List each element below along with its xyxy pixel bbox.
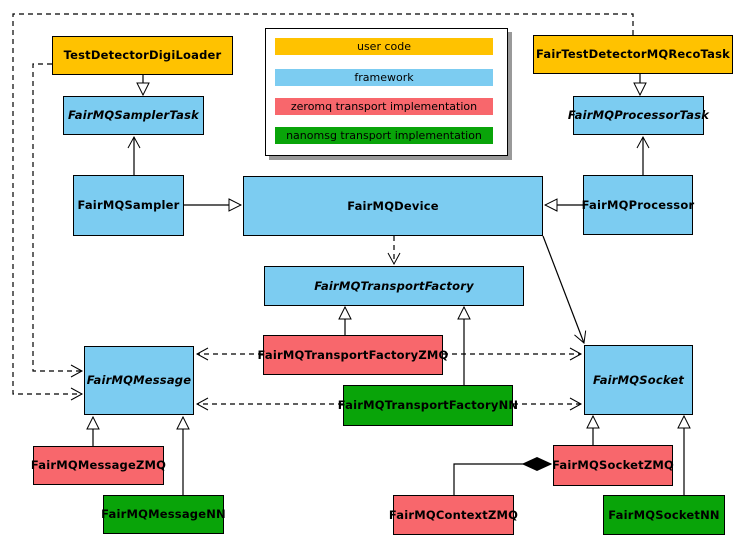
- legend-box: user code framework zeromq transport imp…: [265, 28, 508, 156]
- node-fairmqtransportfactoryzmq: FairMQTransportFactoryZMQ: [258, 335, 448, 375]
- edge-digiloader-message-dashed: [32, 63, 84, 378]
- legend-swatch-zeromq: zeromq transport implementation: [275, 98, 493, 115]
- node-fairmqdevice: FairMQDevice: [243, 176, 543, 236]
- node-fairmqcontextzmq: FairMQContextZMQ: [389, 495, 518, 535]
- node-fairmqmessagenn: FairMQMessageNN: [101, 495, 226, 534]
- node-fairtestdetectormqrecotask: FairTestDetectorMQRecoTask: [533, 35, 733, 74]
- node-fairmqsocketzmq: FairMQSocketZMQ: [552, 445, 674, 486]
- node-fairmqprocessor: FairMQProcessor: [582, 175, 694, 235]
- node-fairmqtransportfactory: FairMQTransportFactory: [264, 266, 524, 306]
- edge-recotask-message-dashed: [12, 13, 634, 401]
- node-fairmqtransportfactorynn: FairMQTransportFactoryNN: [338, 385, 518, 426]
- node-fairmqsamplertask: FairMQSamplerTask: [63, 96, 204, 135]
- edge-device-socket: [542, 235, 587, 344]
- node-fairmqsocketnn: FairMQSocketNN: [603, 495, 725, 535]
- node-testdetectordigiloader: TestDetectorDigiLoader: [52, 36, 233, 75]
- node-fairmqmessagezmq: FairMQMessageZMQ: [31, 446, 166, 485]
- legend-swatch-nanomsg: nanomsg transport implementation: [275, 127, 493, 144]
- legend-swatch-framework: framework: [275, 69, 493, 86]
- node-fairmqsocket: FairMQSocket: [584, 345, 693, 415]
- node-fairmqprocessortask: FairMQProcessorTask: [568, 96, 709, 135]
- edge-contextzmq-socketzmq: [453, 464, 551, 495]
- legend-swatch-user-code: user code: [275, 38, 493, 55]
- node-fairmqmessage: FairMQMessage: [84, 346, 194, 415]
- node-fairmqsampler: FairMQSampler: [73, 175, 184, 236]
